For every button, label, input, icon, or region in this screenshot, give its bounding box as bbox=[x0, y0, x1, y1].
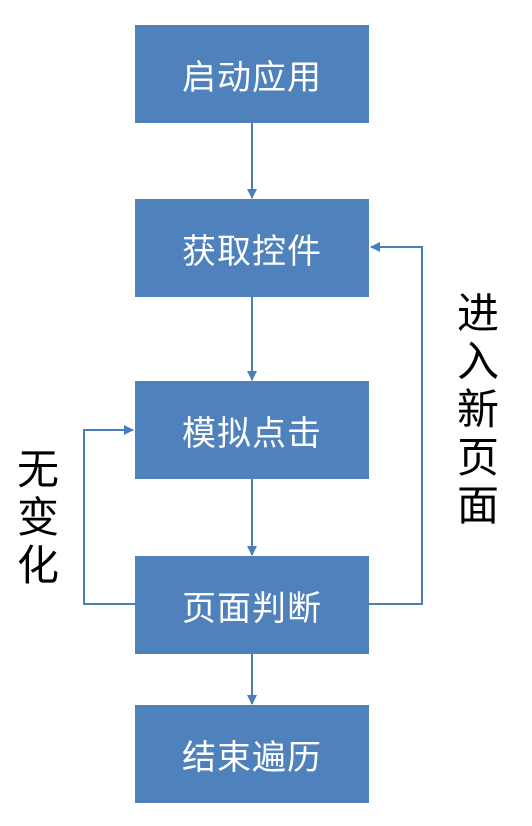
label-no-change-char: 变 bbox=[16, 493, 59, 542]
node-page-judge: 页面判断 bbox=[135, 556, 369, 654]
label-new-page-char: 新 bbox=[456, 385, 499, 434]
label-new-page-char: 页 bbox=[456, 433, 499, 482]
label-new-page-char: 入 bbox=[456, 337, 499, 386]
node-end-traverse: 结束遍历 bbox=[135, 705, 369, 803]
node-simulate-click: 模拟点击 bbox=[135, 381, 369, 479]
label-no-change-char: 无 bbox=[16, 445, 59, 494]
node-get-controls: 获取控件 bbox=[135, 199, 369, 297]
label-no-change: 无 变 化 bbox=[14, 446, 62, 590]
label-new-page-char: 面 bbox=[456, 481, 499, 530]
label-new-page: 进 入 新 页 面 bbox=[454, 290, 502, 530]
label-no-change-char: 化 bbox=[16, 541, 59, 590]
loop-new-page bbox=[369, 242, 423, 605]
label-new-page-char: 进 bbox=[456, 289, 499, 338]
node-start-app: 启动应用 bbox=[135, 25, 369, 123]
loop-no-change bbox=[83, 425, 135, 605]
